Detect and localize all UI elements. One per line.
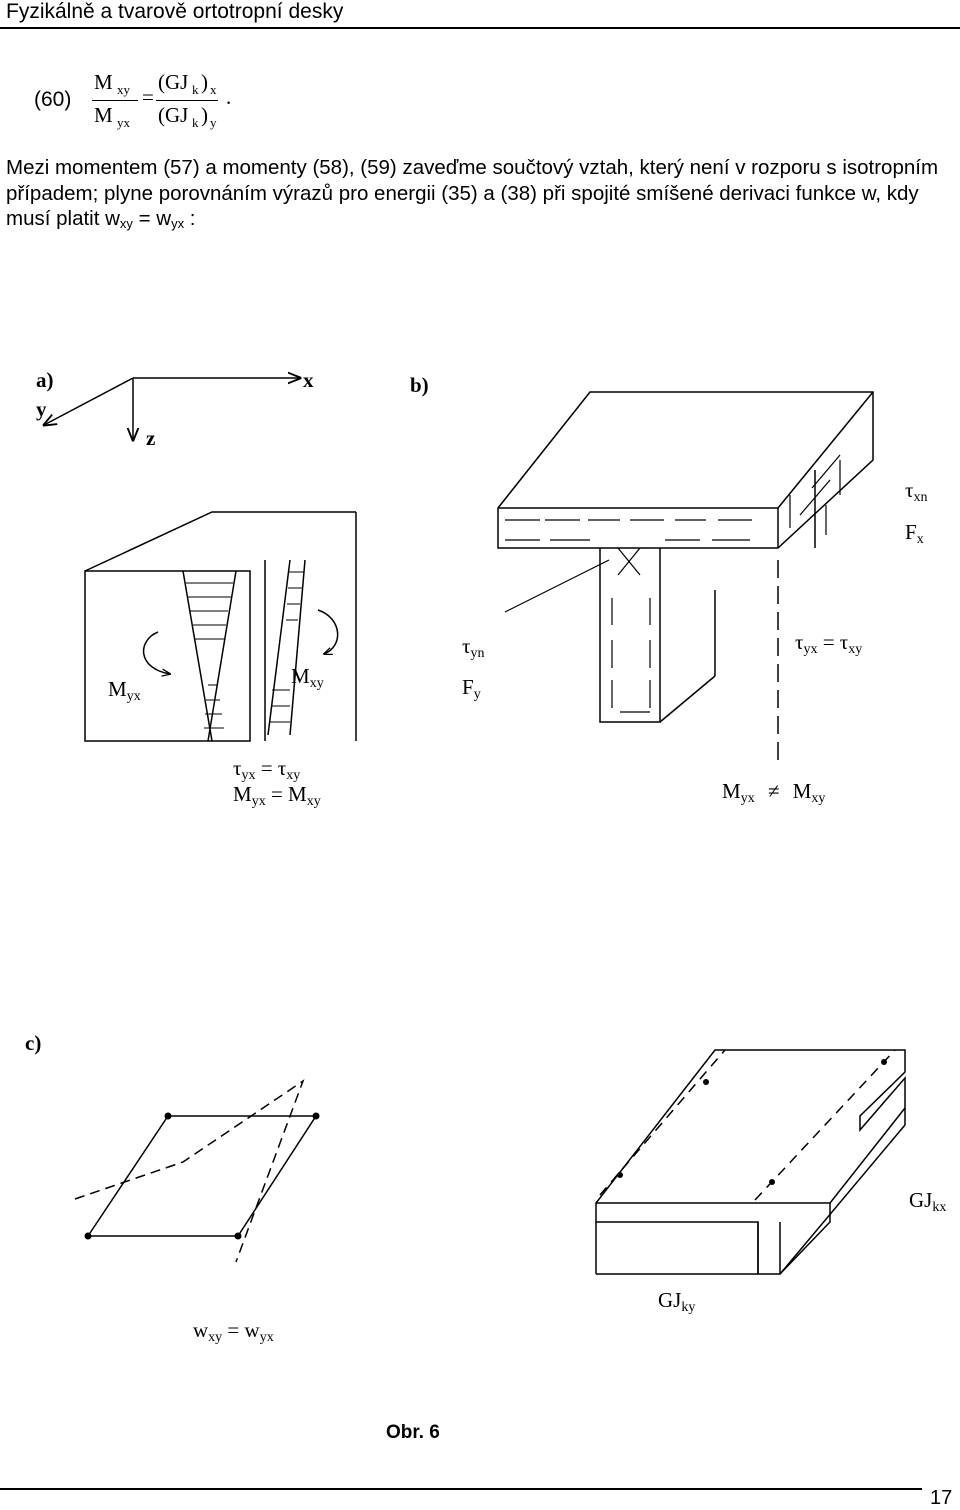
panel-c-label: c) — [25, 1031, 42, 1055]
warping-equality-c: wxy = wyx — [193, 1318, 274, 1345]
corner-dot-icon — [84, 1112, 320, 1240]
rib-dot-icon — [617, 1059, 887, 1185]
force-fx-label: Fx — [905, 520, 924, 547]
eq-rhs-denominator-sub: y — [210, 115, 217, 130]
axis-z-label: z — [146, 426, 156, 450]
paragraph-w2-sub: yx — [171, 216, 185, 231]
eq-rhs-numerator-close: ) — [201, 70, 208, 94]
moment-equality-a: Myx = Mxy — [233, 782, 321, 809]
eq-equals: = — [142, 85, 154, 109]
shear-flow-arrows-b — [505, 454, 841, 713]
panel-a-label: a) — [36, 368, 54, 392]
eq-rhs-denominator: (GJ — [158, 103, 189, 127]
gj-ky-label: GJky — [658, 1288, 696, 1315]
header-rule — [0, 27, 960, 29]
tau-equality-a: τyx = τxy — [233, 756, 301, 783]
eq-lhs-numerator-sub: xy — [117, 82, 130, 97]
gj-kx-label: GJkx — [909, 1188, 947, 1215]
eq-rhs-numerator-k: k — [192, 82, 199, 97]
tau-equality-b: τyx = τxy — [795, 630, 863, 657]
panel-b-label: b) — [410, 373, 429, 397]
footer-rule — [0, 1488, 922, 1490]
ribbed-slab-panel-c — [595, 1049, 906, 1275]
eq-lhs-fraction-bar — [92, 100, 138, 101]
moment-inequality-b: Myx≠Mxy — [722, 779, 826, 806]
not-equal-icon: ≠ — [767, 779, 780, 803]
paragraph-w1-sub: xy — [119, 216, 133, 231]
warped-plate-panel-c — [74, 1079, 318, 1263]
force-fy-label: Fy — [462, 675, 481, 702]
paragraph-end: : — [184, 207, 196, 230]
paragraph-eq: = w — [132, 207, 172, 230]
figure-caption: Obr. 6 — [386, 1422, 440, 1443]
eq-period: . — [226, 85, 232, 109]
t-section-panel-b — [497, 391, 874, 765]
eq-lhs-numerator: M — [94, 70, 113, 94]
shear-stress-arrows-a — [186, 571, 304, 729]
eq-rhs-denominator-k: k — [192, 115, 199, 130]
equation-60: M xy M yx = (GJ k ) x (GJ k ) y . — [88, 68, 248, 138]
tau-xn-label: τxn — [905, 478, 928, 505]
axes-icon — [44, 378, 300, 440]
page-number: 17 — [930, 1487, 953, 1509]
block-panel-a — [84, 511, 357, 742]
paragraph-text: Mezi momentem (57) a momenty (58), (59) … — [6, 156, 939, 230]
eq-rhs-denominator-close: ) — [201, 103, 208, 127]
moment-arrow-icon — [143, 609, 339, 674]
eq-rhs-fraction-bar — [156, 100, 218, 101]
body-paragraph: Mezi momentem (57) a momenty (58), (59) … — [6, 155, 946, 237]
moment-mxy-label: Mxy — [291, 664, 324, 691]
axis-y-label: y — [36, 397, 47, 421]
running-header: Fyzikálně a tvarově ortotropní desky — [6, 0, 344, 23]
eq-rhs-numerator: (GJ — [158, 70, 189, 94]
eq-lhs-denominator: M — [94, 103, 113, 127]
tau-yn-label: τyn — [462, 634, 485, 661]
equation-number: (60) — [34, 88, 72, 111]
axis-x-label: x — [303, 368, 314, 392]
eq-lhs-denominator-sub: yx — [117, 115, 130, 130]
eq-rhs-numerator-sub: x — [210, 82, 217, 97]
moment-myx-label: Myx — [108, 677, 141, 704]
